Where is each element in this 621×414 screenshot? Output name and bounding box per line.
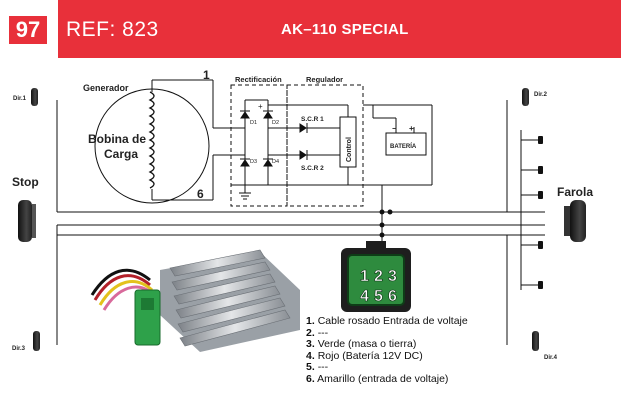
- regulator-photo: [90, 249, 300, 352]
- connector-pin: 6: [388, 288, 397, 305]
- generator-label: Generador: [83, 83, 129, 93]
- bridge-plus-label: +: [258, 102, 263, 111]
- dash-bulb-icons: [538, 136, 543, 289]
- legend-item: 2. ---: [306, 326, 329, 339]
- legend-item: 6. Amarillo (entrada de voltaje): [306, 372, 449, 385]
- connector-pin: 2: [374, 268, 383, 285]
- diode-bridge: [239, 99, 273, 200]
- stop-label: Stop: [12, 175, 39, 189]
- battery-label: BATERÍA: [390, 142, 417, 150]
- legend-item: 1. Cable rosado Entrada de voltaje: [306, 315, 468, 327]
- reference-code: REF: 823: [66, 18, 159, 41]
- legend-item: 4. Rojo (Batería 12V DC): [306, 349, 423, 362]
- farola-label: Farola: [557, 185, 593, 199]
- regulator-box: [286, 84, 364, 207]
- turn-signal-dir2-icon: [522, 88, 529, 106]
- connector-plug: [341, 241, 411, 312]
- battery-plus-sign: +: [409, 124, 414, 133]
- diode-d2-label: D2: [272, 120, 279, 126]
- stop-lamp-icon: [18, 200, 36, 242]
- legend-item: 5. ---: [306, 361, 329, 374]
- dir2-label: Dir.2: [534, 92, 548, 98]
- connector-pin: 4: [360, 288, 369, 305]
- legend-item: 3. Verde (masa o tierra): [306, 338, 417, 351]
- connector-pins: 1 2 3 4 5 6: [360, 268, 398, 306]
- regulator-label: Regulador: [306, 75, 343, 84]
- rectifier-label: Rectificación: [235, 75, 282, 84]
- terminal-6-label: 6: [197, 187, 204, 201]
- diode-d4-label: D4: [272, 159, 279, 165]
- scr1-label: S.C.R 1: [301, 116, 324, 123]
- terminal-1-label: 1: [203, 68, 210, 82]
- connector-pin: 5: [374, 288, 383, 305]
- junction-dots: [379, 209, 393, 238]
- battery: [363, 104, 433, 185]
- turn-signal-dir3-icon: [33, 331, 40, 351]
- page-number-badge: 97: [9, 16, 47, 44]
- headlight-icon: [564, 200, 586, 242]
- scr-stage: [268, 104, 357, 185]
- pin-legend: 1. Cable rosado Entrada de voltaje 2. --…: [306, 315, 468, 386]
- turn-signal-dir4-icon: [532, 331, 539, 351]
- model-name: AK–110 SPECIAL: [281, 21, 409, 38]
- diode-d3-label: D3: [250, 159, 257, 165]
- scr2-label: S.C.R 2: [301, 165, 324, 172]
- dir1-label: Dir.1: [13, 96, 27, 102]
- coil-label-line1: Bobina de: [88, 132, 146, 146]
- dir3-label: Dir.3: [12, 346, 26, 352]
- coil-label-line2: Carga: [104, 147, 138, 161]
- generator: [94, 79, 213, 204]
- battery-minus-sign: −: [392, 124, 397, 133]
- coil-symbol: [148, 91, 155, 189]
- turn-signal-dir1-icon: [31, 88, 38, 106]
- header-band: [58, 0, 621, 58]
- diode-d1-label: D1: [250, 120, 257, 126]
- connector-pin: 3: [388, 268, 397, 285]
- connector-pin: 1: [360, 268, 369, 285]
- control-label: Control: [346, 137, 353, 162]
- header: 97 REF: 823 AK–110 SPECIAL: [0, 0, 621, 62]
- rectifier-box: [230, 84, 288, 207]
- dir4-label: Dir.4: [544, 355, 558, 361]
